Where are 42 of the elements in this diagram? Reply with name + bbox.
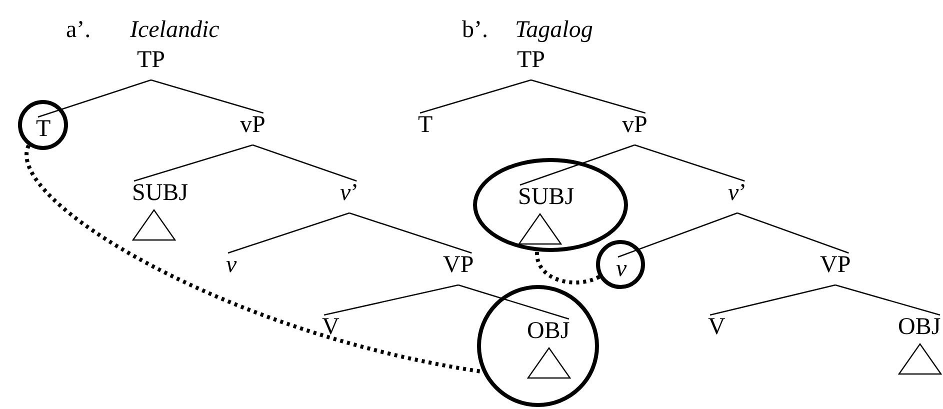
tree-branch xyxy=(737,212,849,254)
tree-label: VP xyxy=(443,253,474,277)
tree-label: TP xyxy=(517,48,546,72)
ellipse-outline xyxy=(473,158,628,252)
tree-label: SUBJ xyxy=(518,185,574,209)
tree-label: SUBJ xyxy=(132,181,188,205)
tree-label: vP xyxy=(240,113,266,137)
language-name: Tagalog xyxy=(515,18,593,42)
tree-label: T xyxy=(36,117,51,141)
tree-label: T xyxy=(418,113,433,137)
tree-branch xyxy=(520,144,635,186)
tree-label: v xyxy=(616,257,627,281)
tree-label: TP xyxy=(137,48,166,72)
tree-label: V xyxy=(708,315,726,339)
tree-branch xyxy=(252,144,357,182)
circle-outline xyxy=(18,100,68,150)
tree-label: v’ xyxy=(728,181,747,205)
example-number: b’. xyxy=(462,18,488,42)
circle-outline xyxy=(477,285,599,407)
tree-label: VP xyxy=(820,253,851,277)
dotted-connector xyxy=(535,251,600,284)
tree-label: vP xyxy=(622,113,648,137)
tree-branch xyxy=(134,144,253,182)
tree-label: v’ xyxy=(340,181,359,205)
language-name: Icelandic xyxy=(130,18,220,42)
example-number: a’. xyxy=(66,18,91,42)
tree-branch xyxy=(835,284,940,316)
circle-outline xyxy=(596,240,645,289)
tree-label: OBJ xyxy=(527,319,570,343)
tree-branch xyxy=(420,79,532,114)
tree-branch xyxy=(324,284,458,316)
tree-branch xyxy=(228,212,350,254)
tree-branch xyxy=(634,144,745,182)
tree-branch xyxy=(349,212,472,254)
tree-label: V xyxy=(322,315,340,339)
tree-label: OBJ xyxy=(898,315,941,339)
tree-branch xyxy=(150,79,264,114)
tree-branch xyxy=(458,284,570,320)
tree-branch xyxy=(710,284,836,316)
tree-branch xyxy=(618,212,738,258)
tree-label: v xyxy=(226,253,237,277)
tree-branch xyxy=(530,79,646,114)
